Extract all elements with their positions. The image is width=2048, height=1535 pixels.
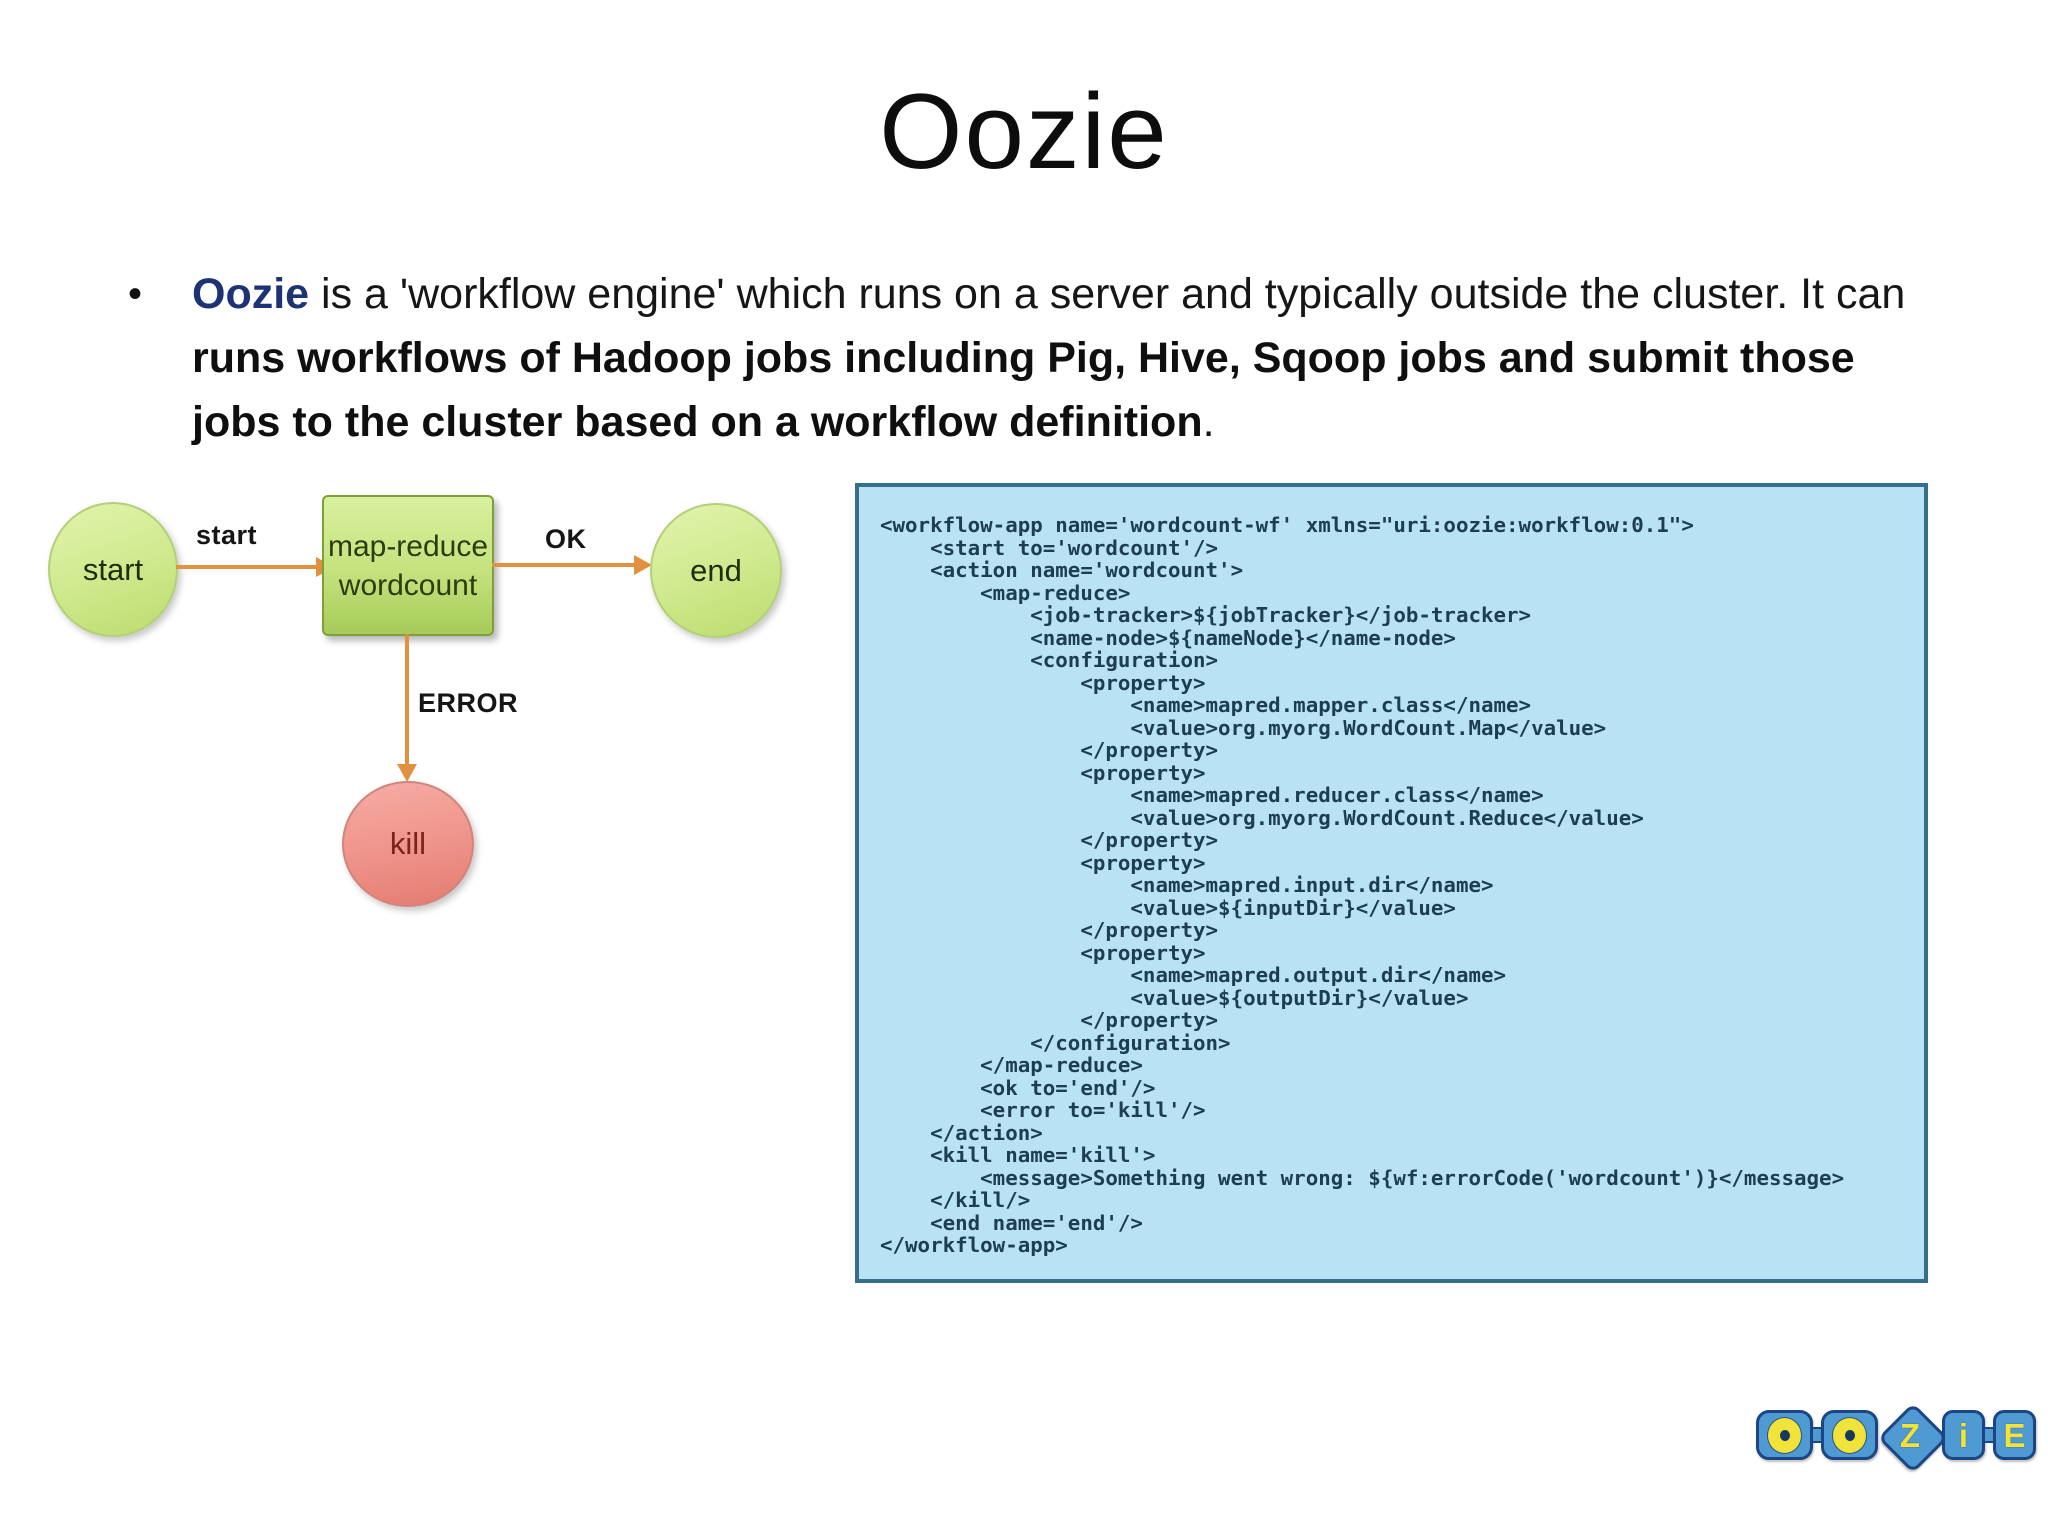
logo-letter-o-icon — [1767, 1416, 1802, 1454]
edge-error-label: ERROR — [418, 688, 519, 718]
logo-tile-o2 — [1821, 1410, 1878, 1460]
arrow-right-icon — [634, 555, 652, 575]
edge-start-line — [176, 565, 318, 569]
logo-o-dot-icon — [1779, 1429, 1790, 1441]
intro-term: Oozie — [192, 270, 310, 318]
logo-o-dot-icon — [1844, 1429, 1855, 1441]
node-action-label-line1: map-reduce — [327, 529, 489, 563]
intro-text-bold: runs workflows of Hadoop jobs including … — [192, 334, 1855, 446]
node-kill: kill — [342, 781, 474, 907]
bullet-icon: • — [128, 272, 143, 316]
arrow-down-icon — [397, 764, 417, 782]
node-map-reduce: map-reduce wordcount — [322, 495, 494, 636]
intro-text-end: . — [1202, 398, 1215, 446]
oozie-logo: Z i E — [1756, 1402, 2036, 1474]
logo-letter-o-icon — [1832, 1416, 1867, 1454]
logo-letter-i: i — [1958, 1416, 1969, 1454]
edge-error-line — [405, 634, 409, 768]
code-content: <workflow-app name='wordcount-wf' xmlns=… — [880, 513, 1845, 1257]
logo-tile-e: E — [1993, 1410, 2036, 1460]
logo-link-icon — [1813, 1427, 1821, 1443]
page-title: Oozie — [879, 71, 1169, 191]
logo-tile-o1 — [1756, 1410, 1813, 1460]
node-start-label: start — [82, 551, 144, 587]
intro-bullet-row: • Oozie is a 'workflow engine' which run… — [128, 262, 1938, 454]
logo-tile-i: i — [1942, 1410, 1985, 1460]
logo-letter-z: Z — [1899, 1416, 1921, 1454]
edge-ok-label: OK — [545, 524, 587, 554]
logo-tile-z: Z — [1877, 1402, 1949, 1474]
node-end: end — [650, 503, 782, 638]
node-end-label: end — [690, 552, 742, 588]
edge-start-label: start — [196, 520, 258, 550]
node-start: start — [48, 502, 178, 637]
logo-letter-e: E — [2003, 1416, 2026, 1454]
intro-paragraph: Oozie is a 'workflow engine' which runs … — [192, 262, 1938, 454]
node-kill-label: kill — [389, 826, 427, 861]
node-action-label-line2: wordcount — [338, 568, 478, 602]
edge-ok-line — [492, 563, 636, 567]
code-panel: <workflow-app name='wordcount-wf' xmlns=… — [855, 483, 1928, 1283]
intro-text-regular: is a 'workflow engine' which runs on a s… — [309, 270, 1906, 318]
logo-link-icon — [1985, 1427, 1993, 1443]
